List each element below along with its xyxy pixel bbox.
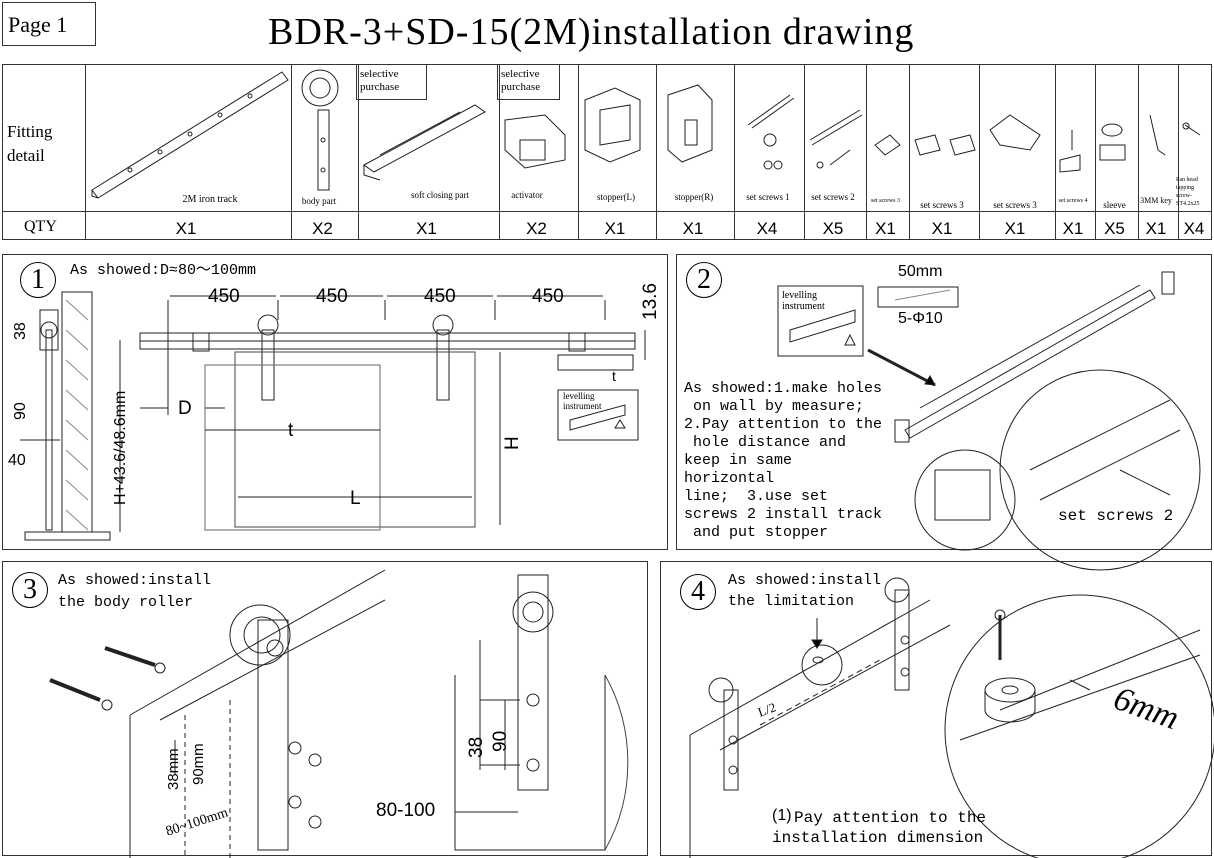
part-qty: X1: [1062, 219, 1084, 238]
part-label: activator: [511, 190, 543, 200]
step3-panel: [2, 561, 648, 856]
part-label: set screws 4: [1058, 198, 1088, 204]
step3-dim-90mm: 90mm: [190, 743, 207, 785]
iron-track-icon: [91, 71, 289, 199]
step2-width: 50mm: [898, 263, 943, 280]
step3-drawing: [49, 569, 629, 858]
hex-key-icon: [1149, 114, 1166, 156]
set-screws-1-icon: [747, 94, 795, 170]
step1-number: 1: [20, 262, 56, 298]
top-offset: 13.6: [640, 283, 661, 320]
spacing-4: 450: [532, 286, 564, 307]
fitting-row-label: Fitting detail: [7, 122, 53, 165]
label-l: L: [350, 488, 361, 509]
step1-levelling: levelling instrument: [563, 391, 602, 411]
page-title: BDR-3+SD-15(2M)installation drawing: [268, 11, 915, 53]
part-label: body part: [301, 196, 337, 206]
part-qty: X1: [1145, 219, 1167, 238]
part-qty: X1: [416, 219, 437, 238]
activator-icon: [504, 114, 566, 169]
part-label: set screws 3: [993, 200, 1037, 210]
selective-purchase-activator: [497, 64, 560, 100]
part-label: set screws 3: [871, 198, 900, 204]
step2-panel: [676, 254, 1212, 550]
part-qty: X5: [1104, 219, 1125, 238]
step3-text: As showed:install the body roller: [58, 572, 212, 611]
step4-note-number: (1): [772, 807, 792, 824]
step3-dim-38: 38: [466, 736, 487, 758]
step2-screws-label: set screws 2: [1058, 507, 1174, 525]
step2-holes: 5-Φ10: [898, 310, 943, 327]
left-dim-90: 90: [12, 402, 29, 420]
step3-dim-90: 90: [490, 730, 511, 752]
body-part-icon: [301, 69, 339, 191]
step4-drawing: [689, 577, 1214, 858]
part-qty: X4: [756, 219, 778, 238]
step2-levelling: levelling instrument: [782, 290, 825, 312]
part-qty: X1: [875, 219, 896, 238]
part-qty: X5: [822, 219, 844, 238]
part-qty: X1: [175, 219, 197, 238]
qty-row-label: QTY: [24, 218, 57, 235]
step1-caption: As showed:D≈80～100mm: [70, 262, 257, 279]
part-label: Pan head tapping screw-ST4.2x25: [1176, 177, 1200, 207]
page-number-box: [2, 2, 96, 46]
step4-panel: [660, 561, 1212, 856]
part-label: 3MM key: [1140, 196, 1172, 205]
step1-drawing: [20, 291, 646, 541]
part-label: soft closing part: [411, 190, 469, 200]
label-d: D: [178, 398, 192, 419]
part-qty: X4: [1183, 219, 1205, 238]
step4-number: 4: [680, 574, 716, 610]
part-qty: X1: [682, 219, 704, 238]
part-label: set screws 1: [746, 192, 790, 202]
page-number: Page 1: [8, 12, 68, 37]
tapping-screw-icon: [1182, 122, 1201, 136]
step4-note: Pay attention to the installation dimens…: [772, 809, 987, 847]
step2-drawing: [777, 271, 1201, 571]
set-screws-3-icons: [874, 114, 1041, 156]
step1-panel: [2, 254, 668, 550]
part-label: stopper(R): [674, 192, 714, 202]
part-qty: X1: [931, 219, 953, 238]
fitting-table: [2, 64, 1212, 240]
part-qty: X2: [312, 219, 333, 238]
stopper-r-icon: [667, 84, 713, 163]
left-dim-38: 38: [12, 322, 29, 340]
label-t: t: [288, 420, 294, 441]
sleeve-icon: [1099, 123, 1126, 161]
label-h: H: [502, 436, 523, 450]
step4-text: As showed:install the limitation: [728, 572, 882, 610]
set-screws-4-icon: [1059, 130, 1081, 173]
stopper-l-icon: [584, 87, 641, 163]
spacing-3: 450: [424, 286, 456, 307]
height-label: H+43.6/48.6mm: [112, 390, 129, 505]
selective-note-1: selective purchase: [360, 68, 400, 93]
step3-number: 3: [12, 572, 48, 608]
part-label: sleeve: [1103, 200, 1126, 210]
part-qty: X1: [1004, 219, 1026, 238]
step3-dim-80-100: 80-100: [376, 800, 436, 821]
step3-dim-38mm: 38mm: [165, 748, 182, 790]
part-qty: X2: [526, 219, 547, 238]
step2-text: As showed:1.make holes on wall by measur…: [684, 380, 883, 541]
part-label: set screws 2: [811, 192, 855, 202]
soft-closing-icon: [363, 104, 486, 181]
part-label: set screws 3: [920, 200, 964, 210]
part-label: 2M iron track: [182, 194, 238, 205]
spacing-1: 450: [208, 286, 240, 307]
selective-note-2: selective purchase: [501, 68, 541, 93]
step2-number: 2: [686, 262, 722, 298]
part-label: stopper(L): [597, 192, 635, 202]
spacing-2: 450: [316, 286, 348, 307]
part-qty: X1: [604, 219, 626, 238]
selective-purchase-soft: [356, 64, 427, 100]
set-screws-2-icon: [809, 109, 863, 169]
left-dim-40: 40: [8, 452, 26, 469]
label-t-small: t: [612, 368, 616, 384]
